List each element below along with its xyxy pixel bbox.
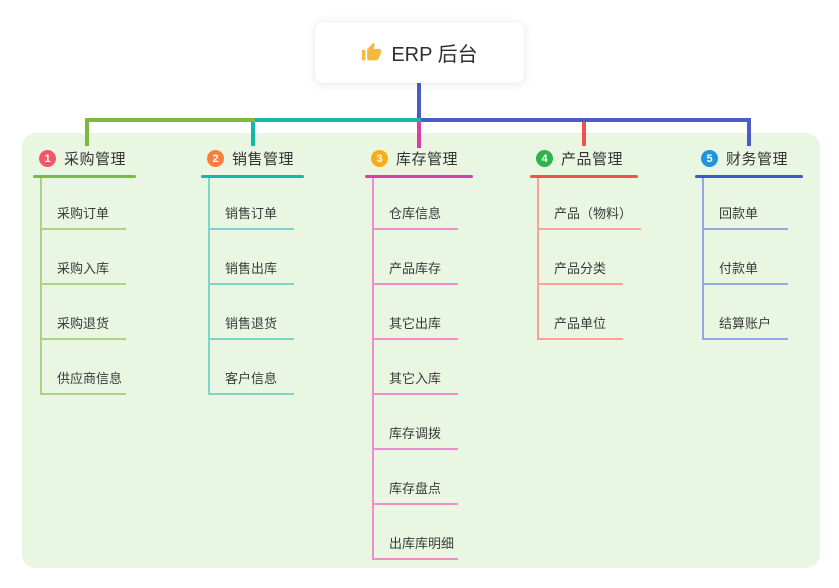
branch-label: 产品管理 [561,151,624,168]
node-receipt-order[interactable]: 回款单 [719,206,759,221]
node-underline [373,283,458,285]
node-underline [373,338,458,340]
root-node[interactable]: ERP 后台 [315,22,524,83]
node-underline [373,448,458,450]
node-underline [209,228,294,230]
node-purchase-order[interactable]: 采购订单 [57,206,110,221]
node-supplier-info[interactable]: 供应商信息 [57,371,123,386]
branch-underline [695,175,803,178]
node-underline [538,228,641,230]
node-stock-count[interactable]: 库存盘点 [389,481,442,496]
branch-header-inventory[interactable]: 3 库存管理 [371,148,458,169]
thumbs-up-icon [362,42,382,61]
node-underline [538,283,623,285]
node-underline [373,393,458,395]
node-outbound-detail[interactable]: 出库库明细 [389,536,455,551]
node-underline [41,338,126,340]
branches-panel [22,133,820,568]
branch-label: 财务管理 [726,151,789,168]
node-settlement-account[interactable]: 结算账户 [719,316,772,331]
children-connector [208,178,210,395]
children-connector [372,178,374,560]
node-sales-outbound[interactable]: 销售出库 [225,261,278,276]
node-underline [373,558,458,560]
branch-number-badge: 3 [371,150,388,167]
node-underline [41,228,126,230]
branch-header-product[interactable]: 4 产品管理 [536,148,623,169]
node-purchase-inbound[interactable]: 采购入库 [57,261,110,276]
node-other-outbound[interactable]: 其它出库 [389,316,442,331]
branch-label: 销售管理 [232,151,295,168]
node-underline [703,338,788,340]
branch-number-badge: 4 [536,150,553,167]
node-sales-order[interactable]: 销售订单 [225,206,278,221]
node-underline [538,338,623,340]
branch-number-badge: 2 [207,150,224,167]
node-underline [703,228,788,230]
node-underline [41,393,126,395]
branch-label: 采购管理 [64,151,127,168]
node-product-category[interactable]: 产品分类 [554,261,607,276]
branch-header-sales[interactable]: 2 销售管理 [207,148,294,169]
branch-number-badge: 1 [39,150,56,167]
node-underline [373,503,458,505]
root-label: ERP 后台 [391,44,478,66]
node-underline [41,283,126,285]
node-other-inbound[interactable]: 其它入库 [389,371,442,386]
branch-underline [530,175,638,178]
branch-number-badge: 5 [701,150,718,167]
node-underline [703,283,788,285]
branch-label: 库存管理 [396,151,459,168]
branch-underline [33,175,136,178]
node-stock-transfer[interactable]: 库存调拨 [389,426,442,441]
node-customer-info[interactable]: 客户信息 [225,371,278,386]
children-connector [537,178,539,340]
children-connector [702,178,704,340]
node-purchase-return[interactable]: 采购退货 [57,316,110,331]
node-product-unit[interactable]: 产品单位 [554,316,607,331]
branch-header-finance[interactable]: 5 财务管理 [701,148,788,169]
node-underline [209,393,294,395]
node-warehouse-info[interactable]: 仓库信息 [389,206,442,221]
children-connector [40,178,42,395]
node-underline [373,228,458,230]
node-payment-order[interactable]: 付款单 [719,261,759,276]
branch-underline [201,175,304,178]
node-underline [209,283,294,285]
branch-header-procurement[interactable]: 1 采购管理 [39,148,126,169]
node-underline [209,338,294,340]
branch-underline [365,175,473,178]
node-product-stock[interactable]: 产品库存 [389,261,442,276]
node-product-material[interactable]: 产品（物料） [554,206,633,221]
node-sales-return[interactable]: 销售退货 [225,316,278,331]
